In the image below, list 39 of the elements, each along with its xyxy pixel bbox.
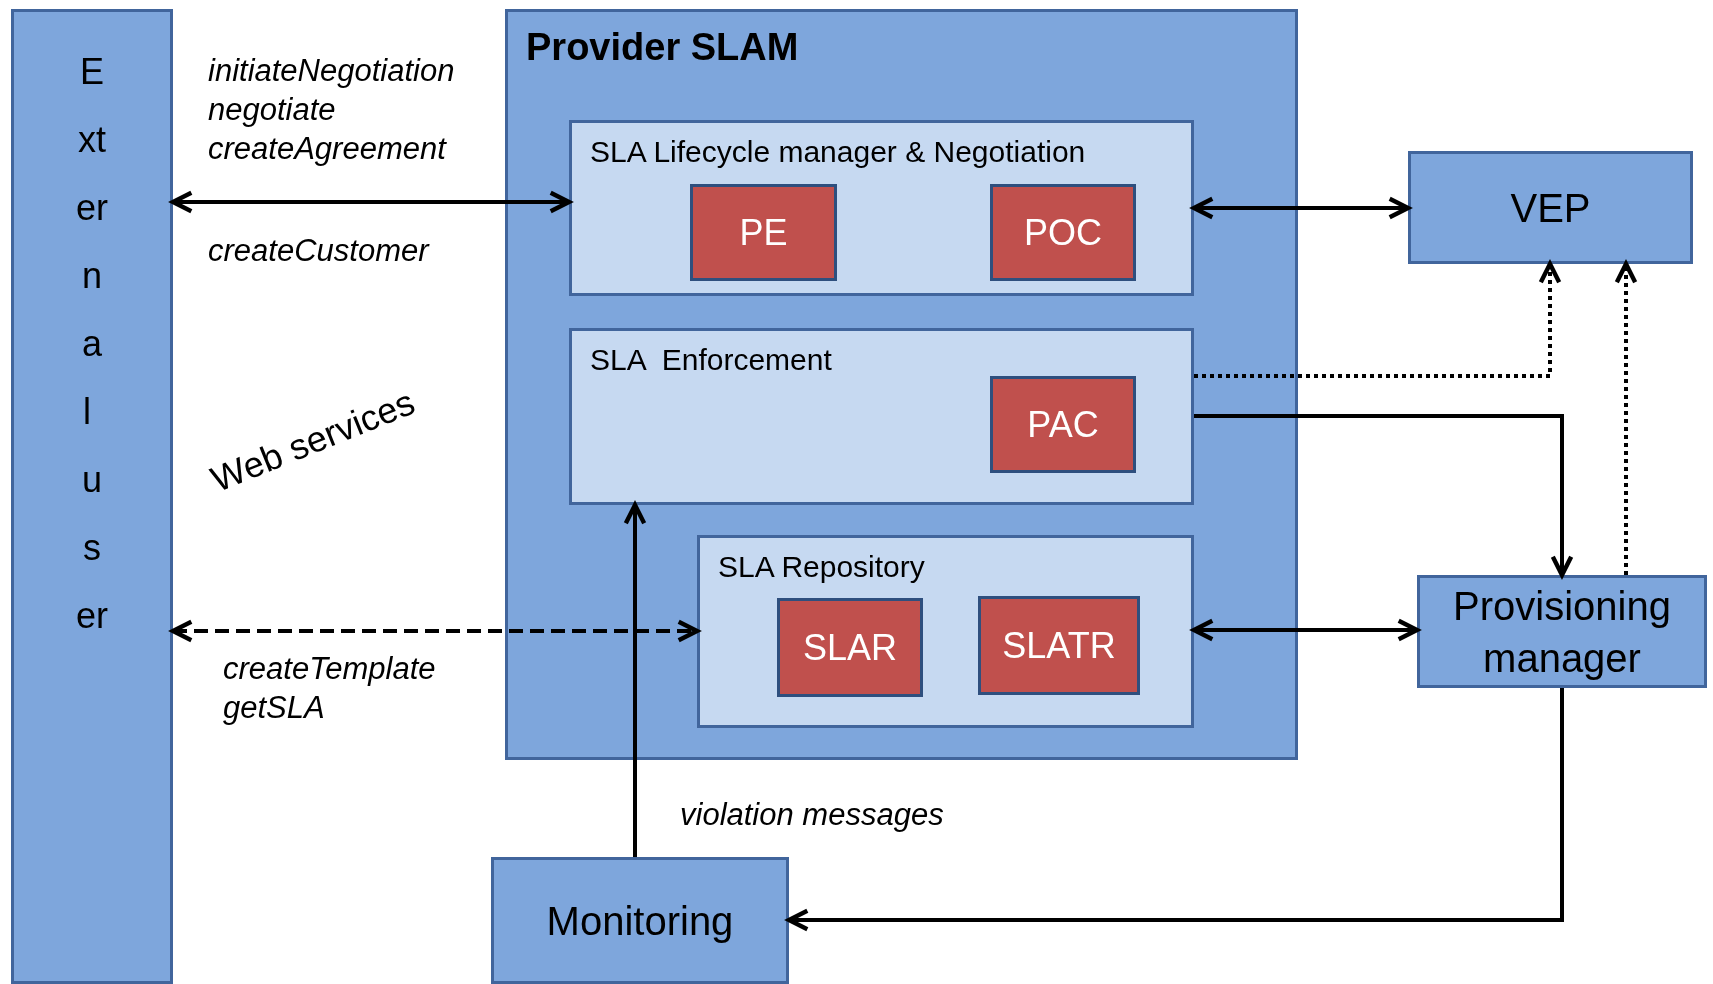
- component-box: [1417, 575, 1707, 688]
- dashed-arrow: [170, 619, 700, 643]
- container-title: Provider SLAM: [526, 26, 799, 69]
- module-box: [990, 376, 1136, 473]
- arrow: [1194, 414, 1574, 578]
- component-box: [1408, 151, 1693, 264]
- component-label: Monitoring: [545, 897, 735, 945]
- arrow: [786, 688, 1564, 932]
- vertical-label: External user: [75, 50, 109, 638]
- arrow: [1191, 618, 1420, 642]
- component-box: [569, 328, 1194, 505]
- arrow: [1191, 196, 1411, 220]
- module-label: PAC: [1027, 403, 1099, 446]
- edge-label: initiateNegotiation negotiate createAgreement: [208, 52, 456, 168]
- container-box: [505, 9, 1298, 760]
- method-label: createCustomer: [208, 232, 429, 270]
- component-box: [569, 120, 1194, 296]
- module-label: SLAR: [802, 626, 897, 669]
- component-title: SLA Enforcement: [590, 343, 832, 377]
- arrow: [623, 502, 647, 857]
- module-box: [990, 184, 1136, 281]
- module-box: [978, 596, 1140, 695]
- dotted-arrow: [1614, 261, 1638, 575]
- edge-label: createTemplate getSLA: [223, 650, 437, 727]
- dotted-arrow: [1194, 261, 1562, 378]
- actor-box: [11, 9, 173, 984]
- module-label: POC: [1024, 211, 1102, 254]
- component-title: SLA Repository: [718, 550, 925, 584]
- module-label: PE: [739, 211, 788, 254]
- component-box: [491, 857, 789, 984]
- edge-label: violation messages: [680, 796, 945, 834]
- module-box: [690, 184, 837, 281]
- component-label: VEP: [1509, 184, 1592, 232]
- component-label: Provisioning manager: [1452, 582, 1672, 682]
- module-label: SLATR: [1002, 624, 1116, 667]
- arrow: [170, 190, 572, 214]
- component-title: SLA Lifecycle manager & Negotiation: [590, 135, 1086, 169]
- module-box: [777, 598, 923, 697]
- component-box: [697, 535, 1194, 728]
